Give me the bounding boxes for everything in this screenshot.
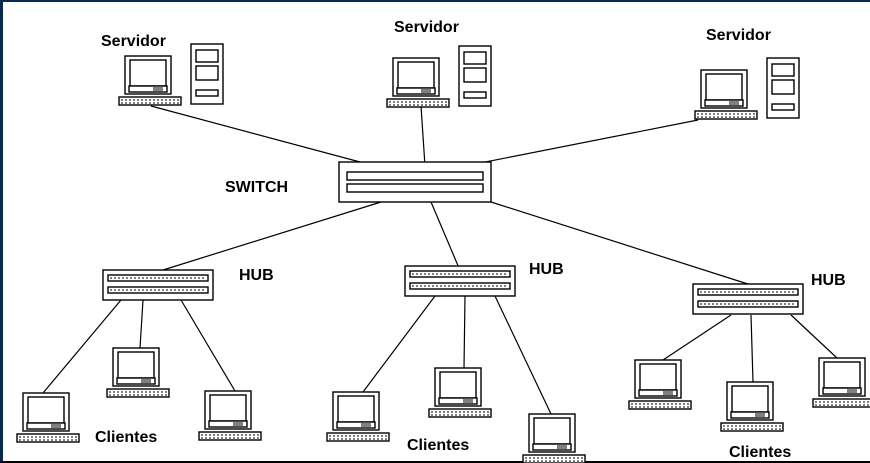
clients-left: Clientes xyxy=(16,347,262,446)
hub-left-label: HUB xyxy=(239,267,274,284)
server-right-label: Servidor xyxy=(706,27,771,44)
client-computer-icon xyxy=(106,347,170,398)
client-computer-icon xyxy=(812,357,870,408)
client-computer-icon xyxy=(628,359,692,410)
server-workstation-icon xyxy=(119,44,223,105)
hub-right: HUB xyxy=(692,272,846,315)
hub-center-label: HUB xyxy=(529,261,564,278)
switch: SWITCH xyxy=(225,161,492,203)
client-computer-icon xyxy=(428,367,492,418)
network-hub-icon xyxy=(102,269,214,301)
network-hub-icon xyxy=(692,283,804,315)
hub-left: HUB xyxy=(102,267,274,301)
server-left-label: Servidor xyxy=(101,33,166,50)
hub-links xyxy=(162,201,752,286)
network-topology-diagram: Servidor Servidor Servidor SWITCH HUB HU… xyxy=(16,19,870,463)
network-hub-icon xyxy=(404,265,516,297)
client-computer-icon xyxy=(720,381,784,432)
clients-center-label: Clientes xyxy=(407,437,469,454)
client-links xyxy=(42,295,838,415)
server-center: Servidor xyxy=(387,19,491,107)
client-computer-icon xyxy=(198,390,262,441)
switch-label: SWITCH xyxy=(225,179,288,196)
client-computer-icon xyxy=(522,413,586,463)
server-left: Servidor xyxy=(101,33,223,105)
clients-right: Clientes xyxy=(628,357,870,461)
network-switch-icon xyxy=(338,161,492,203)
client-computer-icon xyxy=(326,391,390,442)
server-links xyxy=(150,105,699,167)
clients-right-label: Clientes xyxy=(729,444,791,461)
server-right: Servidor xyxy=(695,27,799,119)
clients-left-label: Clientes xyxy=(95,429,157,446)
server-center-label: Servidor xyxy=(394,19,459,36)
server-workstation-icon xyxy=(387,46,491,107)
server-workstation-icon xyxy=(695,58,799,119)
client-computer-icon xyxy=(16,392,80,443)
hub-right-label: HUB xyxy=(811,272,846,289)
hub-center: HUB xyxy=(404,261,564,297)
clients-center: Clientes xyxy=(326,367,586,463)
